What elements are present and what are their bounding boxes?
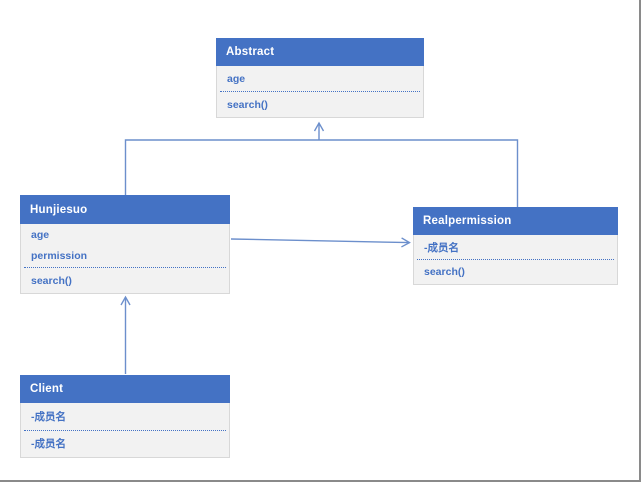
class-hunjiesuo-attribute: age: [31, 228, 50, 241]
class-realpermission-attribute: -成员名: [424, 241, 459, 254]
class-client-title[interactable]: Client: [20, 375, 230, 403]
class-realpermission-method: search(): [424, 266, 465, 278]
class-realpermission-body: -成员名 search(): [413, 235, 618, 285]
canvas-edge-bottom: [0, 480, 641, 482]
class-hunjiesuo-attribute: permission: [31, 250, 88, 263]
compartment-divider: [24, 267, 226, 268]
class-realpermission[interactable]: Realpermission -成员名 search(): [413, 207, 618, 285]
class-hunjiesuo-title[interactable]: Hunjiesuo: [20, 195, 230, 224]
class-client-attribute: -成员名: [31, 411, 66, 423]
class-abstract-attribute: age: [227, 72, 246, 85]
class-client-body: -成员名 -成员名: [20, 403, 230, 458]
association-hunjiesuo-to-realpermission[interactable]: [230, 239, 410, 243]
class-abstract[interactable]: Abstract age search(): [216, 38, 424, 118]
canvas-edge-right: [639, 0, 641, 481]
class-abstract-method: search(): [227, 98, 268, 111]
compartment-divider: [417, 259, 614, 260]
class-client-attribute: -成员名: [31, 438, 66, 450]
class-hunjiesuo-body: age permission search(): [20, 224, 230, 294]
class-hunjiesuo[interactable]: Hunjiesuo age permission search(): [20, 195, 230, 294]
class-hunjiesuo-method: search(): [31, 274, 72, 287]
class-abstract-title[interactable]: Abstract: [216, 38, 424, 66]
class-abstract-body: age search(): [216, 66, 424, 118]
compartment-divider: [220, 91, 420, 92]
class-realpermission-title[interactable]: Realpermission: [413, 207, 618, 235]
class-client[interactable]: Client -成员名 -成员名: [20, 375, 230, 458]
compartment-divider: [24, 429, 226, 431]
